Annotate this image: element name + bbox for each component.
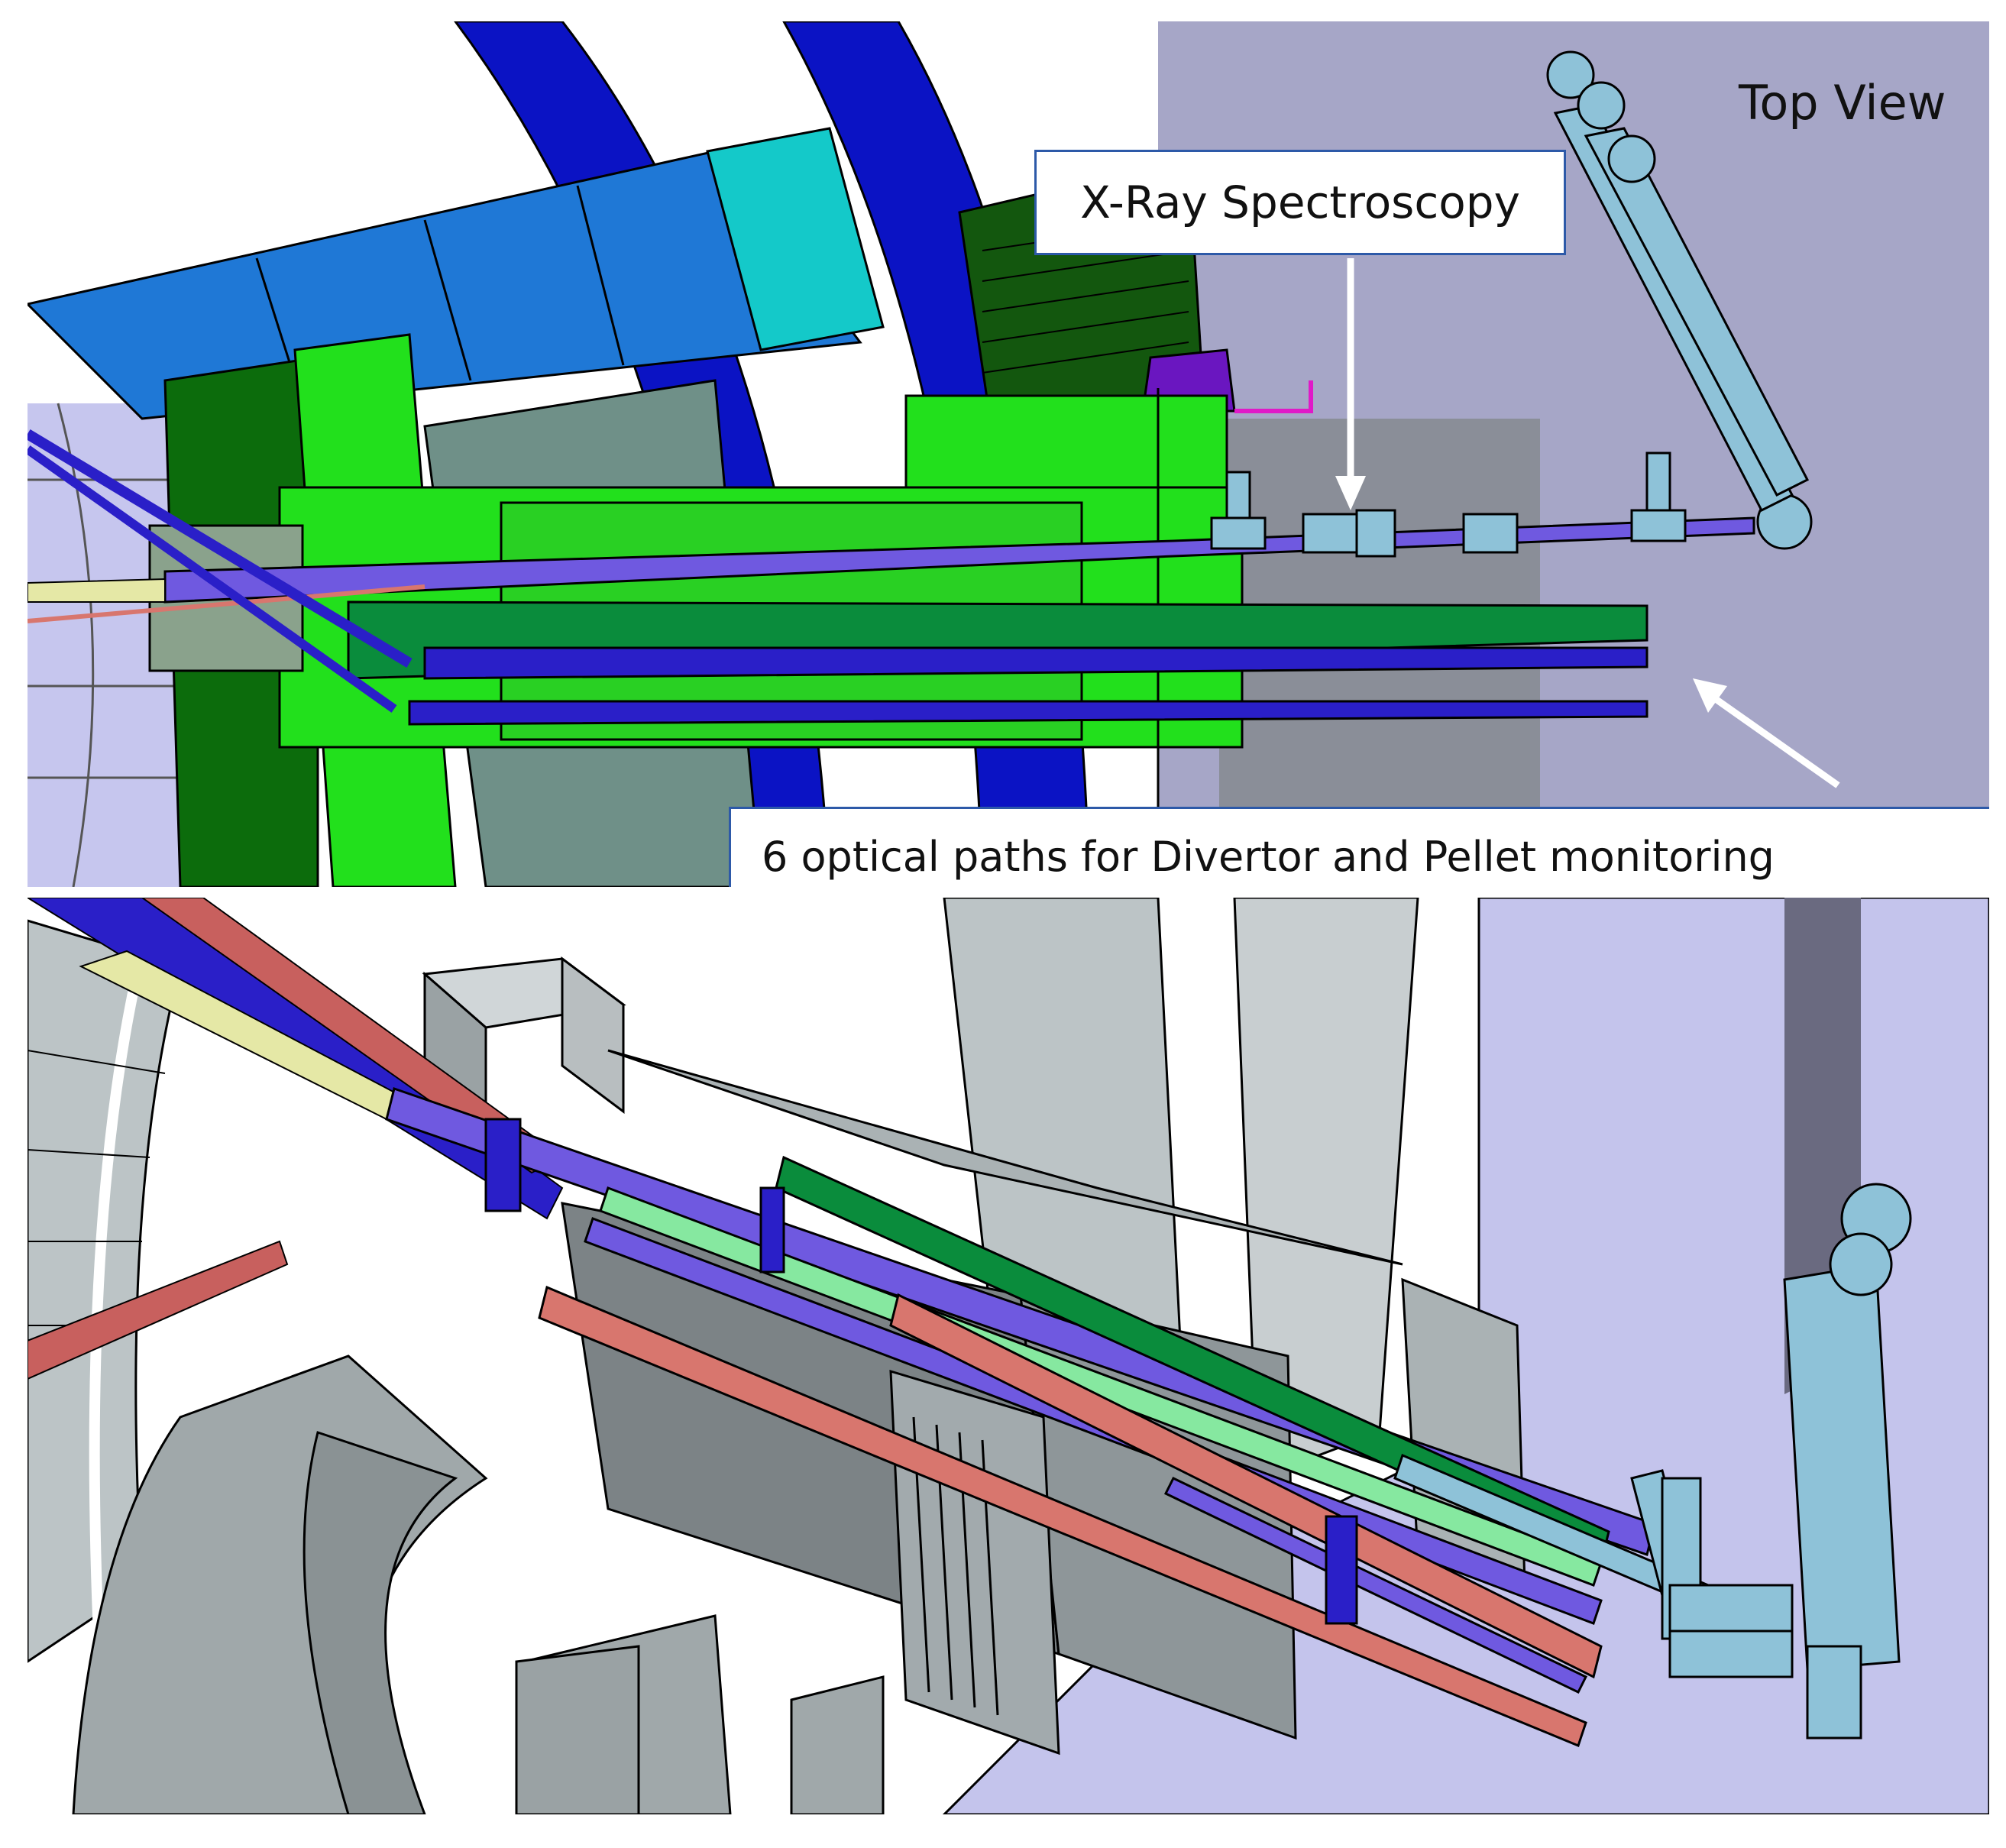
salmon-beam-left bbox=[28, 1240, 289, 1380]
xray-spectroscopy-label: X-Ray Spectroscopy bbox=[1034, 150, 1566, 255]
purple-beam-3 bbox=[1163, 1477, 1588, 1694]
navy-mirror-3 bbox=[1325, 1515, 1358, 1625]
xray-hardware bbox=[1210, 50, 1813, 558]
optical-arrow bbox=[1706, 691, 1840, 788]
navy-optical-path-2 bbox=[408, 700, 1648, 726]
periscope-hardware bbox=[1393, 1183, 1912, 1740]
cyan-module bbox=[706, 127, 885, 351]
top-view-title: Top View bbox=[1739, 75, 1946, 131]
yellow-beam bbox=[28, 578, 166, 603]
magenta-line bbox=[1234, 380, 1313, 413]
navy-mirror-2 bbox=[759, 1186, 785, 1274]
perspective-cad-drawing bbox=[28, 898, 1989, 1814]
optical-paths-label: 6 optical paths for Divertor and Pellet … bbox=[729, 807, 1989, 887]
salmon-beam-lower bbox=[889, 1293, 1603, 1679]
port-plug-flange bbox=[904, 394, 1228, 489]
top-view-cad-drawing bbox=[28, 21, 1989, 887]
salmon-beam-lower-2 bbox=[538, 1285, 1587, 1747]
light-green-beam bbox=[599, 1186, 1603, 1587]
navy-optical-path-1 bbox=[423, 646, 1648, 680]
top-view-panel: X-Ray Spectroscopy 6 optical paths for D… bbox=[28, 21, 1989, 887]
perspective-view-panel bbox=[28, 898, 1989, 1814]
navy-mirror-1 bbox=[484, 1118, 522, 1212]
port-structure-top bbox=[607, 1049, 1403, 1266]
salmon-thin-path bbox=[28, 584, 425, 623]
